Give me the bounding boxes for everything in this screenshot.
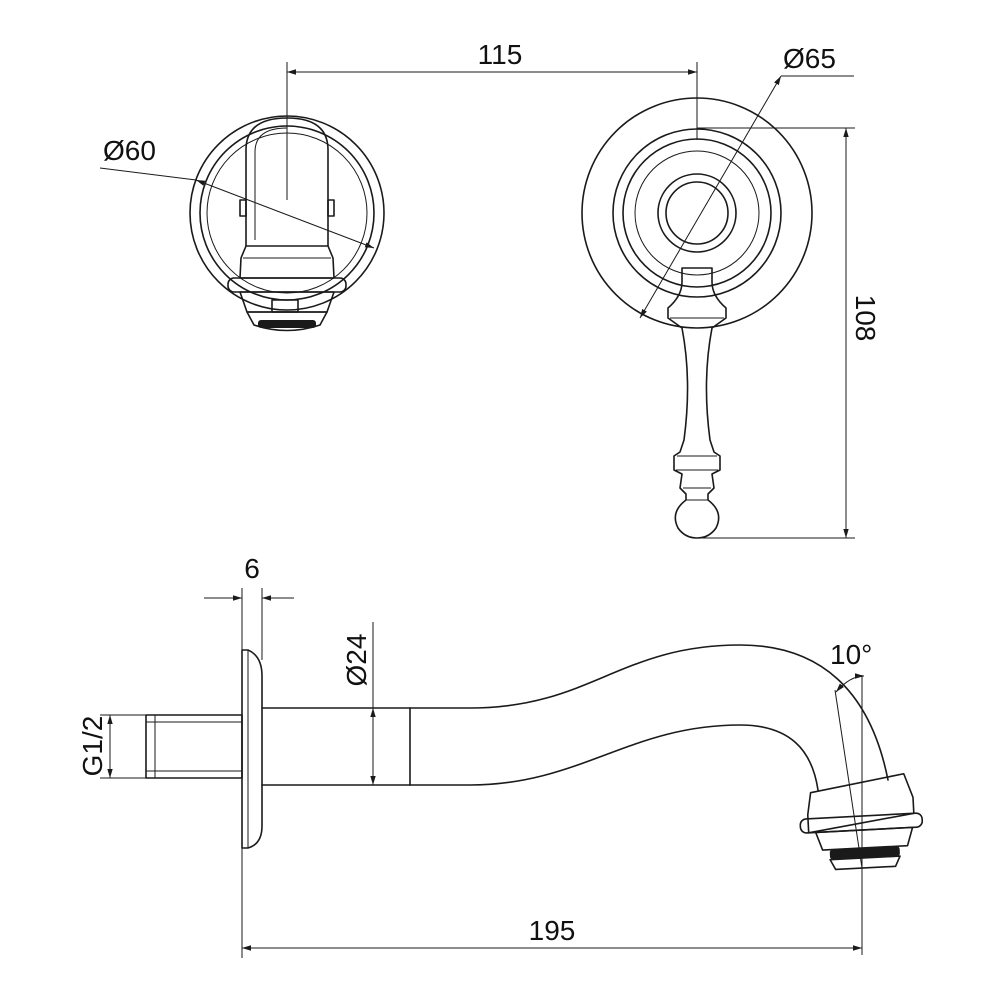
handle-rosette-ring-2 [622, 138, 772, 288]
dim-6: 6 [204, 553, 294, 660]
spout-front-view: Ø60 [99, 62, 385, 332]
spout-thread [145, 714, 243, 779]
spout-side-mark-left [239, 199, 247, 217]
dim-60-label: Ø60 [103, 135, 156, 166]
dim-65-line [639, 75, 782, 319]
dim-24: Ø24 [341, 622, 376, 785]
dim-115: 115 [287, 39, 698, 140]
dim-108-label: 108 [850, 295, 881, 342]
angle-label: 10° [830, 639, 872, 670]
angle-arc [835, 673, 865, 693]
dim-thread-label: G1/2 [77, 716, 108, 777]
handle-rosette-ring-3 [634, 150, 760, 276]
handle-hub-outer [657, 173, 737, 253]
dim-6-label: 6 [244, 553, 260, 584]
handle-rosette-ring-1 [612, 128, 782, 298]
dim-thread: G1/2 [77, 714, 146, 779]
spout-outlet-head [799, 772, 924, 871]
dim-60-line [195, 179, 375, 249]
handle-front-view: Ø65 [581, 43, 854, 539]
spout-side-mark-right [327, 199, 335, 217]
spout-flange [241, 649, 263, 849]
angle-tilt-line [834, 689, 863, 869]
spout-aerator-mesh [258, 320, 316, 328]
spout-curve-bottom [409, 724, 819, 791]
spout-aerator-body [239, 291, 335, 313]
spout-aerator [814, 826, 914, 851]
spout-curve-top [409, 644, 889, 781]
dim-195: 195 [241, 848, 862, 958]
dim-115-label: 115 [478, 39, 523, 70]
dim-65-label: Ø65 [783, 43, 836, 74]
spout-outlet-body [239, 245, 335, 279]
spout-side-view: 10° [145, 639, 924, 955]
dim-60-leader [99, 167, 197, 181]
dim-24-label: Ø24 [341, 634, 372, 687]
dim-195-label: 195 [529, 915, 576, 946]
handle-hub-inner [665, 181, 729, 245]
spout-aerator-tip [246, 311, 328, 332]
spout-tube-highlight [254, 127, 288, 240]
handle-lever [667, 267, 727, 539]
dim-108: 108 [697, 127, 881, 539]
spout-outlet-body [806, 772, 915, 834]
spout-aerator-tip [829, 855, 901, 871]
